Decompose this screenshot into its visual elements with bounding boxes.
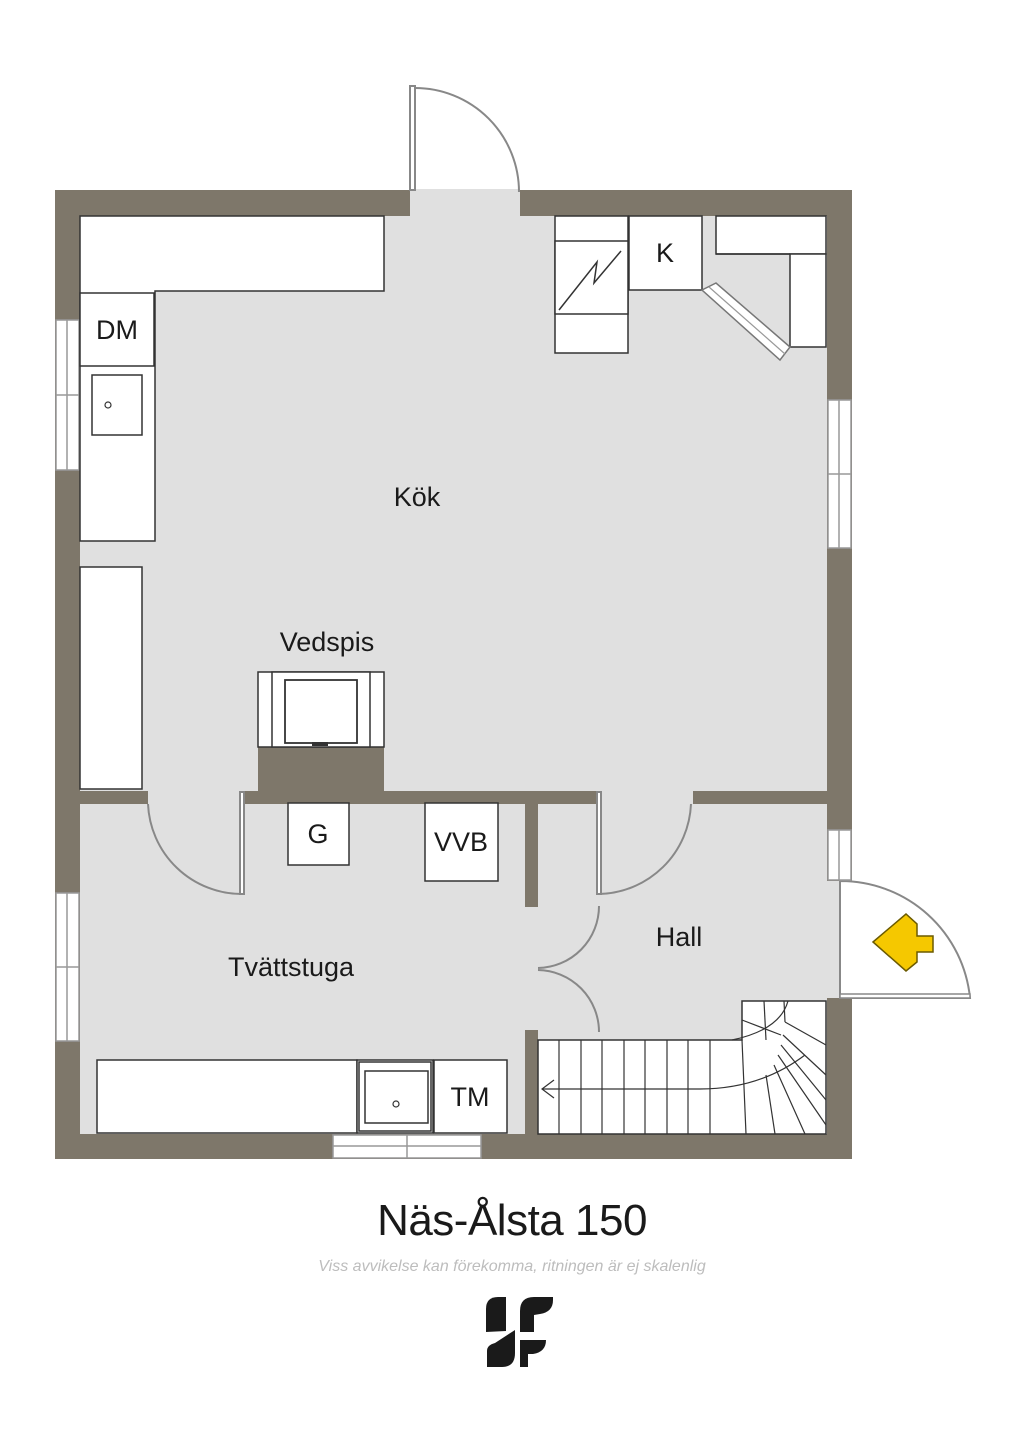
interior-walls xyxy=(80,747,827,1134)
water-heater-box xyxy=(424,802,499,882)
fridge-box xyxy=(628,215,703,291)
interior-floor xyxy=(80,216,827,1134)
dishwasher-box xyxy=(79,292,155,367)
windows xyxy=(55,319,852,1159)
kitchen-counters xyxy=(79,215,827,790)
page-title: Näs-Ålsta 150 xyxy=(377,1196,647,1245)
stove-icon xyxy=(554,215,629,354)
laundry-sink-drain-icon xyxy=(392,1100,400,1108)
dishwasher-label: DM xyxy=(96,315,138,345)
company-logo-icon xyxy=(486,1297,553,1367)
hall-label: Hall xyxy=(656,922,703,952)
fridge-label: K xyxy=(656,238,674,268)
laundry-hall-double-door[interactable] xyxy=(537,905,600,1033)
entrance-arrow-icon xyxy=(871,913,934,972)
staircase xyxy=(537,1000,827,1135)
laundry-door[interactable] xyxy=(147,791,245,896)
kitchen-sink-drain-icon xyxy=(104,401,112,409)
g-label: G xyxy=(307,819,328,849)
washing-machine-label: TM xyxy=(451,1082,490,1112)
g-box xyxy=(287,802,350,866)
wood-stove-label: Vedspis xyxy=(280,627,375,657)
water-heater-label: VVB xyxy=(434,827,488,857)
top-door-opening xyxy=(410,189,520,217)
hall-door[interactable] xyxy=(596,791,692,895)
disclaimer-text: Viss avvikelse kan förekomma, ritningen … xyxy=(318,1258,706,1275)
diagonal-window xyxy=(700,282,792,362)
laundry-room-label: Tvättstuga xyxy=(228,952,355,982)
wood-stove-icon xyxy=(257,671,385,748)
kitchen-sink xyxy=(91,374,143,436)
washing-machine-box xyxy=(433,1059,508,1134)
kitchen-label: Kök xyxy=(394,482,441,512)
top-door[interactable] xyxy=(409,85,520,193)
laundry-sink xyxy=(364,1070,429,1124)
